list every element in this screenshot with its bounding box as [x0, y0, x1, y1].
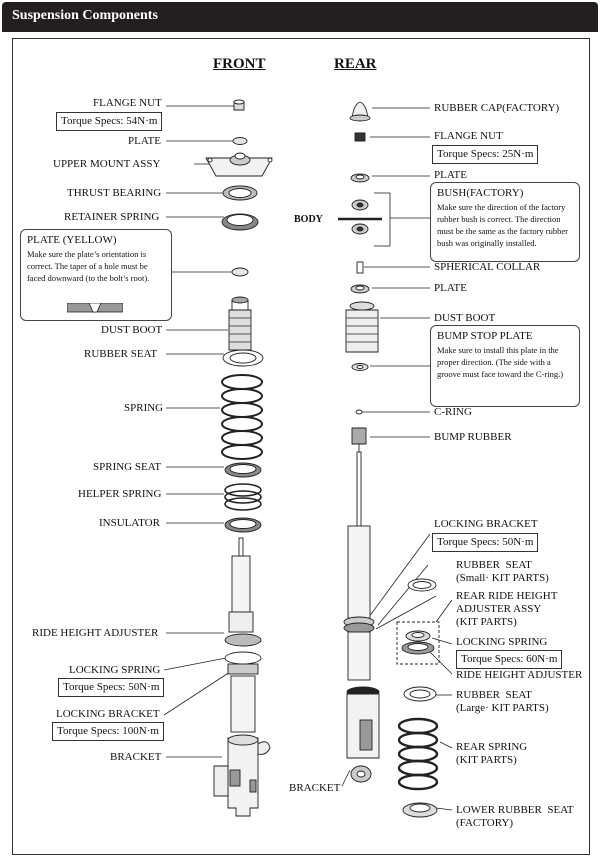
rear-heading: REAR: [334, 56, 377, 72]
bush-title: BUSH(FACTORY): [437, 187, 524, 199]
bush-text: Make sure the direction of the factory r…: [437, 202, 568, 248]
front-bracket-label: BRACKET: [110, 751, 162, 763]
bump-stop-text: Make sure to install this plate in the p…: [437, 345, 564, 379]
bush-note: BUSH(FACTORY) Make sure the direction of…: [430, 182, 580, 262]
rear-locking-spring-label: LOCKING SPRING: [456, 636, 548, 648]
front-flange-nut-torque: Torque Specs: 54N·m: [56, 112, 163, 131]
rear-ride-height-adjuster-label: RIDE HEIGHT ADJUSTER: [456, 669, 583, 681]
rubber-seat-small-label: RUBBER SEAT (Small· KIT PARTS): [456, 559, 549, 584]
front-flange-nut-label: FLANGE NUT: [93, 97, 162, 109]
rear-locking-bracket-label: LOCKING BRACKET: [434, 518, 538, 530]
rubber-cap-label: RUBBER CAP(FACTORY): [434, 102, 560, 114]
front-dust-boot-label: DUST BOOT: [101, 324, 163, 336]
c-ring-label: C-RING: [434, 406, 472, 418]
rear-adjuster-assy-label: REAR RIDE HEIGHT ADJUSTER ASSY (KIT PART…: [456, 590, 558, 628]
rubber-seat-large-label: RUBBER SEAT (Large· KIT PARTS): [456, 689, 549, 714]
lower-rubber-seat-label: LOWER RUBBER SEAT (FACTORY): [456, 804, 574, 829]
plate-taper-icon: [67, 303, 123, 313]
bump-stop-title: BUMP STOP PLATE: [437, 330, 533, 342]
front-heading: FRONT: [213, 56, 266, 72]
plate-yellow-title: PLATE (YELLOW): [27, 234, 117, 246]
front-locking-bracket-label: LOCKING BRACKET: [56, 708, 160, 720]
diagram-frame: [12, 38, 590, 855]
header-bar: Suspension Components: [2, 2, 598, 32]
spring-seat-label: SPRING SEAT: [93, 461, 162, 473]
helper-spring-label: HELPER SPRING: [78, 488, 162, 500]
rear-flange-nut-label: FLANGE NUT: [434, 130, 503, 142]
spherical-collar-label: SPHERICAL COLLAR: [434, 261, 541, 273]
front-rubber-seat-label: RUBBER SEAT: [84, 348, 158, 360]
body-label: BODY: [294, 214, 323, 225]
header-title: Suspension Components: [12, 8, 158, 23]
front-plate-label: PLATE: [128, 135, 161, 147]
rear-locking-spring-torque: Torque Specs: 60N·m: [456, 650, 563, 669]
front-spring-label: SPRING: [124, 402, 164, 414]
bump-stop-note: BUMP STOP PLATE Make sure to install thi…: [430, 325, 580, 407]
rear-plate-label: PLATE: [434, 169, 467, 181]
plate-yellow-note: PLATE (YELLOW) Make sure the plate’s ori…: [20, 229, 172, 321]
front-ride-height-adjuster-label: RIDE HEIGHT ADJUSTER: [32, 627, 159, 639]
rear-plate2-label: PLATE: [434, 282, 467, 294]
upper-mount-label: UPPER MOUNT ASSY: [53, 158, 161, 170]
rear-flange-nut-torque: Torque Specs: 25N·m: [432, 145, 539, 164]
front-locking-spring-torque: Torque Specs: 50N·m: [58, 678, 165, 697]
rear-spring-label: REAR SPRING (KIT PARTS): [456, 741, 528, 766]
front-locking-bracket-torque: Torque Specs: 100N·m: [52, 722, 164, 741]
front-locking-spring-label: LOCKING SPRING: [69, 664, 161, 676]
thrust-bearing-label: THRUST BEARING: [67, 187, 162, 199]
insulator-label: INSULATOR: [99, 517, 160, 529]
plate-yellow-text: Make sure the plate’s orientation is cor…: [27, 249, 150, 283]
rear-bracket-label: BRACKET: [289, 782, 341, 794]
bump-rubber-label: BUMP RUBBER: [434, 431, 512, 443]
rear-locking-bracket-torque: Torque Specs: 50N·m: [432, 533, 539, 552]
retainer-spring-label: RETAINER SPRING: [64, 211, 160, 223]
rear-dust-boot-label: DUST BOOT: [434, 312, 496, 324]
